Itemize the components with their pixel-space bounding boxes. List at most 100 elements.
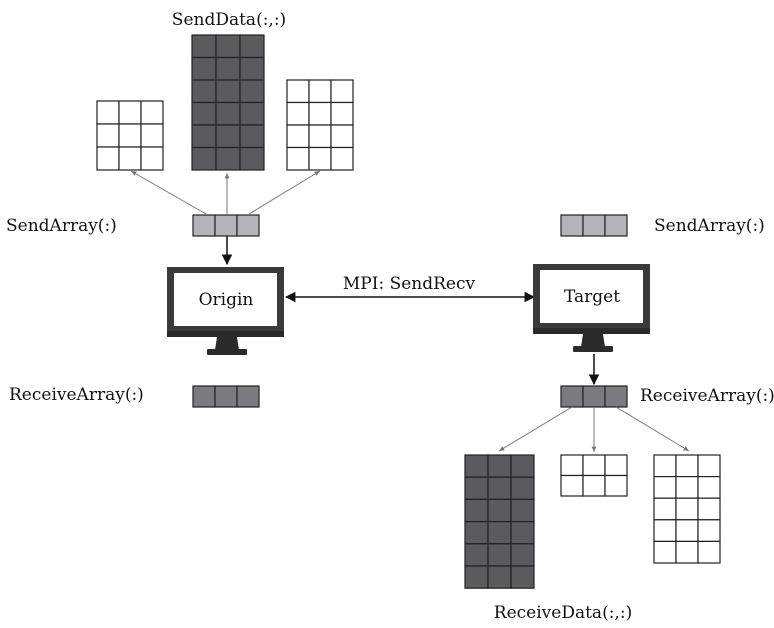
matrix-cell (510, 520, 535, 545)
target-label: Target (564, 287, 620, 307)
matrix-cell (308, 79, 332, 104)
matrix-cell (330, 124, 354, 149)
matrix-cell (582, 474, 606, 497)
matrix-cell (191, 56, 217, 81)
matrix-cell (560, 214, 584, 237)
matrix-cell (308, 124, 332, 149)
matrix-cell (697, 540, 721, 564)
matrix-cell (215, 124, 241, 149)
send-data-label: SendData(:,:) (172, 10, 286, 30)
arrow-to-target-tall-matrix (615, 406, 690, 452)
matrix-cell (510, 454, 535, 478)
matrix-cell (487, 498, 512, 523)
matrix-cell (464, 565, 489, 589)
receive-array-right-label: ReceiveArray(:) (640, 386, 774, 406)
matrix-cell (191, 34, 217, 59)
send-array-left-label: SendArray(:) (6, 216, 117, 236)
matrix-cell (464, 520, 489, 545)
matrix-cell (96, 123, 120, 148)
matrix-cell (675, 454, 699, 478)
matrix-cell (487, 476, 512, 501)
matrix-cell (191, 146, 217, 171)
target-fanout-arrows (498, 406, 690, 452)
target-monitor-screen (540, 270, 643, 323)
matrix-cell (192, 385, 216, 408)
mpi-link-label: MPI: SendRecv (343, 274, 476, 294)
matrix-cell (192, 214, 216, 237)
matrix-cell (582, 214, 606, 237)
matrix-cell (239, 79, 265, 104)
origin-send-array (192, 214, 260, 237)
matrix-cell (697, 454, 721, 478)
matrix-cell (286, 101, 310, 126)
matrix-cell (286, 79, 310, 104)
matrix-cell (330, 79, 354, 104)
matrix-cell (308, 146, 332, 171)
matrix-cell (510, 476, 535, 501)
matrix-cell (239, 101, 265, 126)
matrix-cell (239, 124, 265, 149)
arrow-to-small-matrix (130, 170, 207, 215)
matrix-cell (653, 476, 677, 499)
matrix-cell (118, 123, 142, 148)
matrix-cell (118, 146, 142, 171)
matrix-cell (215, 56, 241, 81)
matrix-cell (464, 498, 489, 523)
matrix-cell (604, 454, 628, 477)
matrix-cell (653, 540, 677, 564)
matrix-cell (464, 543, 489, 567)
matrix-cell (487, 520, 512, 545)
target-send-array (560, 214, 628, 237)
target-receive-array (560, 385, 628, 408)
receive-data-label: ReceiveData(:,:) (494, 603, 632, 623)
origin-tall-matrix (286, 79, 354, 171)
receive-array-left-label: ReceiveArray(:) (9, 385, 144, 405)
matrix-cell (697, 519, 721, 542)
send-array-right-label: SendArray(:) (654, 216, 765, 236)
matrix-cell (96, 100, 120, 125)
matrix-cell (653, 497, 677, 521)
matrix-cell (239, 146, 265, 171)
matrix-cell (214, 385, 238, 408)
target-computer: Target (533, 264, 650, 352)
matrix-cell (675, 519, 699, 542)
matrix-cell (215, 101, 241, 126)
matrix-cell (604, 474, 628, 497)
matrix-cell (239, 56, 265, 81)
origin-monitor-screen (174, 273, 277, 326)
matrix-cell (697, 476, 721, 499)
matrix-cell (330, 146, 354, 171)
origin-monitor-base-strip (167, 331, 284, 337)
origin-receive-array (192, 385, 260, 408)
matrix-cell (675, 497, 699, 521)
target-small-matrix (560, 454, 628, 497)
origin-computer: Origin (167, 267, 284, 355)
matrix-cell (286, 146, 310, 171)
matrix-cell (510, 565, 535, 589)
matrix-cell (560, 385, 584, 408)
matrix-cell (191, 79, 217, 104)
arrow-to-receive-data (498, 406, 573, 452)
matrix-cell (582, 385, 606, 408)
matrix-cell (560, 474, 584, 497)
matrix-cell (697, 497, 721, 521)
matrix-cell (140, 146, 164, 171)
matrix-cell (675, 540, 699, 564)
matrix-cell (675, 476, 699, 499)
matrix-cell (510, 543, 535, 567)
matrix-cell (653, 519, 677, 542)
origin-monitor-foot (207, 349, 247, 355)
matrix-cell (215, 34, 241, 59)
matrix-cell (560, 454, 584, 477)
matrix-cell (582, 454, 606, 477)
arrow-to-tall-matrix (248, 170, 321, 215)
target-monitor-foot (573, 346, 613, 352)
matrix-cell (487, 543, 512, 567)
matrix-cell (487, 454, 512, 478)
send-data-matrix (191, 34, 265, 171)
matrix-cell (308, 101, 332, 126)
matrix-cell (653, 454, 677, 478)
matrix-cell (96, 146, 120, 171)
matrix-cell (487, 565, 512, 589)
